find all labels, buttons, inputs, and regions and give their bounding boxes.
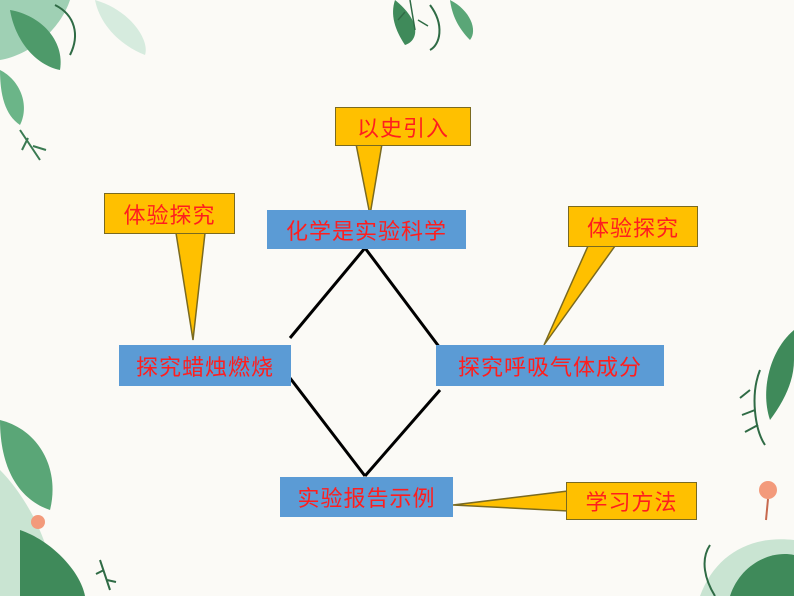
foliage-bottom-right: [700, 539, 794, 596]
callout-left-pointer: [175, 232, 206, 341]
node-bottom: 实验报告示例: [280, 477, 453, 517]
foliage-bottom-left: [0, 420, 117, 596]
callout-right-pointer: [543, 245, 617, 346]
node-top: 化学是实验科学: [267, 210, 466, 249]
callout-left: 体验探究: [104, 193, 235, 234]
callout-bottom: 学习方法: [566, 482, 697, 520]
foliage-top-center: [393, 0, 474, 51]
callout-bottom-pointer: [452, 490, 569, 512]
diamond-connectors: [288, 247, 442, 477]
node-right: 探究呼吸气体成分: [436, 345, 664, 386]
callout-right: 体验探究: [568, 206, 698, 247]
foliage-top-left: [0, 0, 146, 161]
callout-top-pointer: [355, 143, 383, 216]
foliage-right: [739, 330, 794, 521]
callout-top: 以史引入: [335, 107, 471, 146]
node-left: 探究蜡烛燃烧: [119, 345, 291, 386]
